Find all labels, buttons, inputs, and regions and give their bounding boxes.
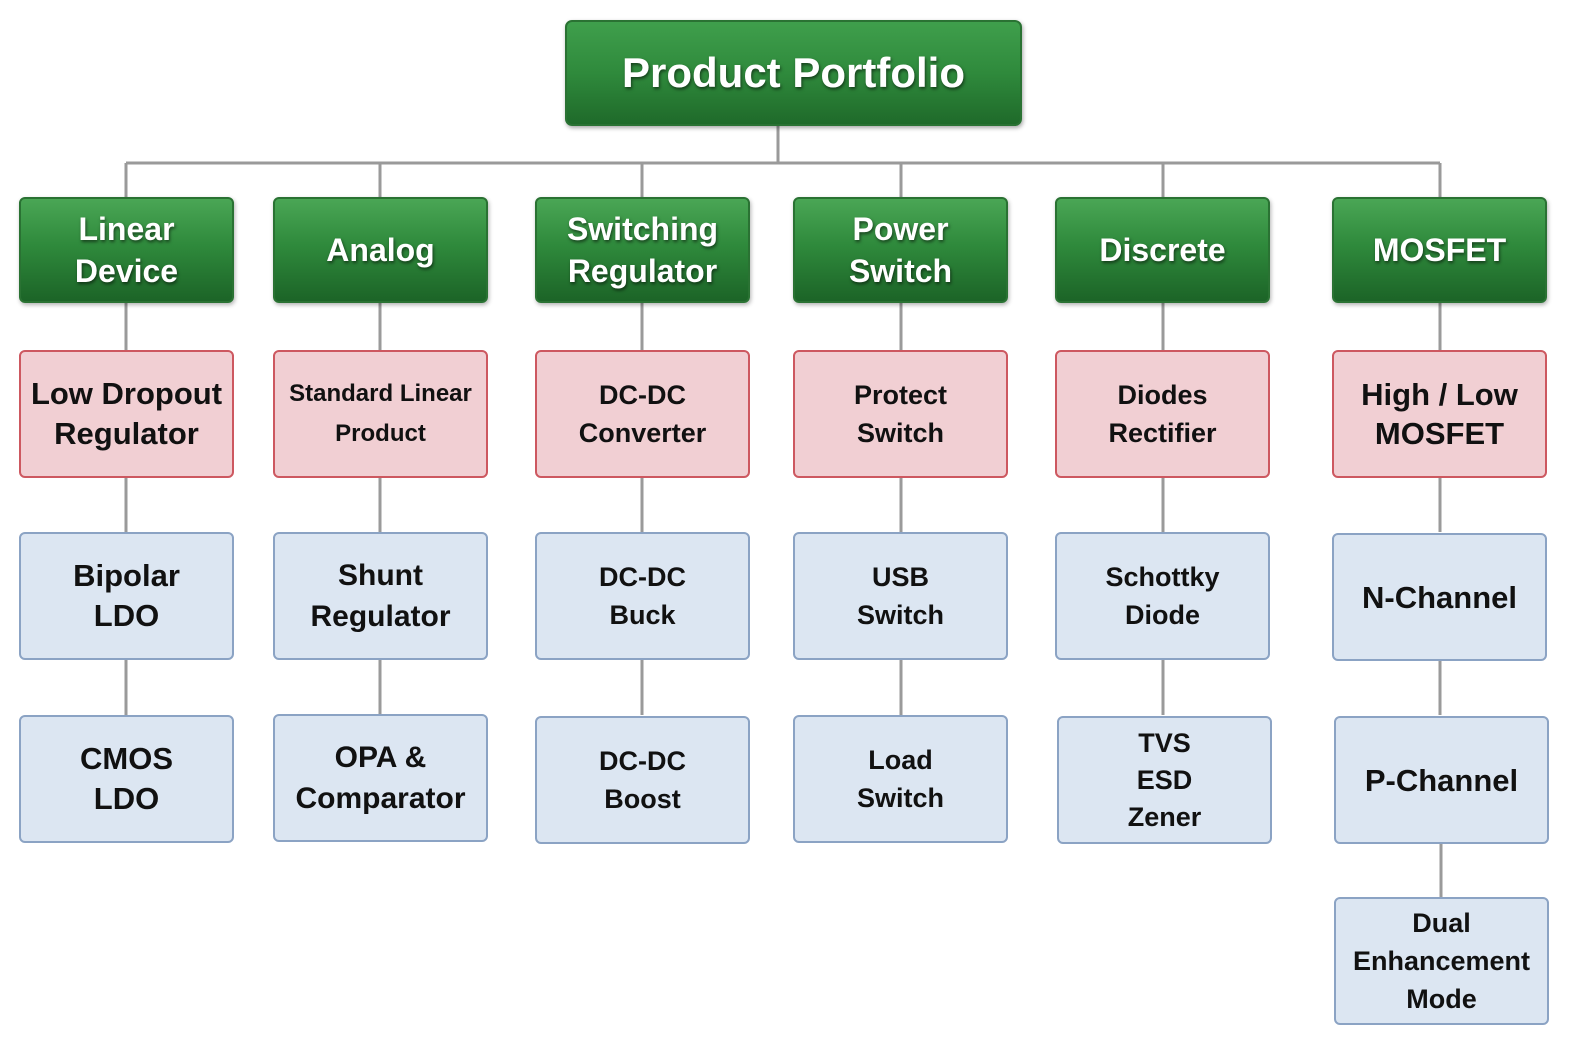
subcategory-low-dropout-regulator: Low Dropout Regulator <box>19 350 234 478</box>
category-linear-device: Linear Device <box>19 197 234 303</box>
item-usb-switch: USB Switch <box>793 532 1008 660</box>
item-cmos-ldo: CMOS LDO <box>19 715 234 843</box>
item-opa-comparator: OPA & Comparator <box>273 714 488 842</box>
item-shunt-regulator: Shunt Regulator <box>273 532 488 660</box>
category-switching-regulator: Switching Regulator <box>535 197 750 303</box>
category-analog: Analog <box>273 197 488 303</box>
item-schottky-diode: Schottky Diode <box>1055 532 1270 660</box>
category-mosfet: MOSFET <box>1332 197 1547 303</box>
item-dc-dc-boost: DC-DC Boost <box>535 716 750 844</box>
item-bipolar-ldo: Bipolar LDO <box>19 532 234 660</box>
item-dual-enhancement-mode: Dual Enhancement Mode <box>1334 897 1549 1025</box>
subcategory-standard-linear-product: Standard Linear Product <box>273 350 488 478</box>
category-discrete: Discrete <box>1055 197 1270 303</box>
item-tvs-esd-zener: TVS ESD Zener <box>1057 716 1272 844</box>
item-dc-dc-buck: DC-DC Buck <box>535 532 750 660</box>
subcategory-diodes-rectifier: Diodes Rectifier <box>1055 350 1270 478</box>
category-power-switch: Power Switch <box>793 197 1008 303</box>
item-load-switch: Load Switch <box>793 715 1008 843</box>
item-p-channel: P-Channel <box>1334 716 1549 844</box>
subcategory-dc-dc-converter: DC-DC Converter <box>535 350 750 478</box>
root-node-product-portfolio: Product Portfolio <box>565 20 1022 126</box>
subcategory-high-low-mosfet: High / Low MOSFET <box>1332 350 1547 478</box>
item-n-channel: N-Channel <box>1332 533 1547 661</box>
subcategory-protect-switch: Protect Switch <box>793 350 1008 478</box>
